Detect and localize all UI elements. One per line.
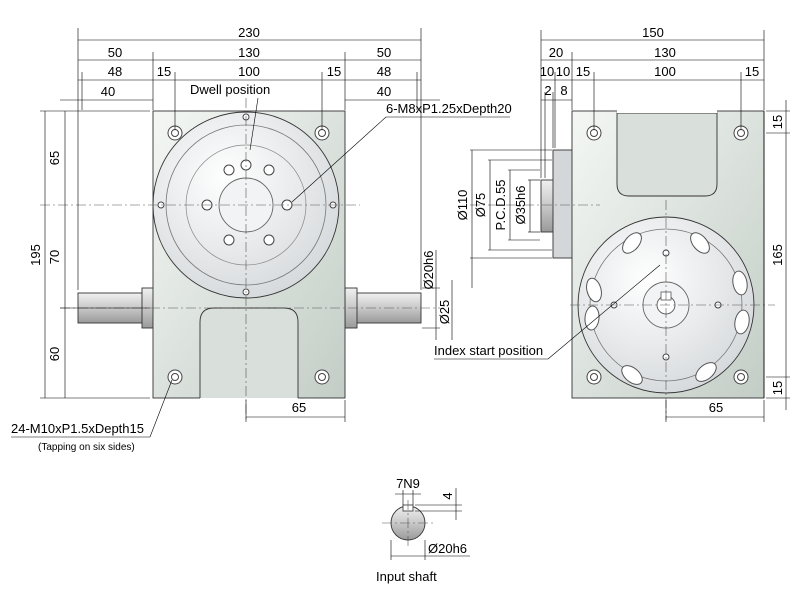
dim-front-right-15: 15 — [327, 64, 341, 79]
dim-front-left-15: 15 — [157, 64, 171, 79]
dim-side-8: 8 — [560, 83, 567, 98]
dim-side-dia-110: Ø110 — [455, 190, 470, 221]
dim-side-2: 2 — [544, 83, 551, 98]
side-top-recess — [616, 112, 718, 197]
front-shaft-dimensions — [422, 250, 453, 340]
dim-side-10b: 10 — [556, 64, 570, 79]
dim-side-15a: 15 — [576, 64, 590, 79]
dim-side-right-15-bottom: 15 — [770, 381, 785, 395]
side-left-dimensions — [470, 149, 552, 288]
dim-side-right-165: 165 — [770, 244, 785, 266]
dim-side-100: 100 — [654, 64, 676, 79]
front-top-dimensions — [60, 28, 440, 290]
front-bottom-notch — [200, 396, 298, 404]
dim-front-right-48: 48 — [377, 64, 391, 79]
dim-front-height-60: 60 — [47, 347, 62, 361]
side-output-flange — [552, 149, 574, 259]
label-input-shaft: Input shaft — [376, 569, 437, 584]
side-corner-holes — [586, 125, 749, 385]
dim-front-height-70: 70 — [47, 250, 62, 264]
front-view: 230 50 130 50 48 15 100 15 48 40 40 195 … — [11, 25, 512, 453]
label-dwell-position: Dwell position — [190, 82, 270, 97]
front-left-dimensions — [40, 110, 150, 399]
dim-front-left-48: 48 — [108, 64, 122, 79]
dim-shaft-key-depth: 4 — [440, 492, 455, 499]
follower-rollers — [584, 232, 750, 385]
dim-side-dia-35h6: Ø35h6 — [513, 185, 528, 224]
dim-shaft-diameter: Ø20h6 — [428, 541, 467, 556]
front-corner-holes — [167, 125, 330, 385]
dim-side-10a: 10 — [540, 64, 554, 79]
dim-front-shaft-25: Ø25 — [437, 300, 452, 325]
side-small-holes — [610, 249, 722, 361]
dim-front-bottom-65: 65 — [292, 400, 306, 415]
label-tapping-note: (Tapping on six sides) — [38, 442, 135, 453]
dim-front-height-195: 195 — [28, 244, 43, 266]
dim-front-right-40: 40 — [377, 84, 391, 99]
dim-front-height-65: 65 — [47, 151, 62, 165]
dim-front-left-50: 50 — [108, 45, 122, 60]
dim-front-total-width: 230 — [238, 25, 260, 40]
dim-front-right-50: 50 — [377, 45, 391, 60]
dim-side-20: 20 — [549, 45, 563, 60]
side-top-dimensions — [540, 30, 765, 178]
dim-side-dia-75: Ø75 — [473, 193, 488, 218]
dim-side-bottom-65: 65 — [709, 400, 723, 415]
dim-side-total-width: 150 — [642, 25, 664, 40]
label-body-tapped-holes: 24-M10xP1.5xDepth15 — [11, 421, 144, 436]
side-top-notch — [617, 108, 717, 113]
dim-side-15b: 15 — [745, 64, 759, 79]
dim-side-130: 130 — [654, 45, 676, 60]
dim-shaft-key-width: 7N9 — [396, 476, 420, 491]
dim-front-center-100: 100 — [238, 64, 260, 79]
input-shaft-detail: 7N9 4 Ø20h6 Input shaft — [376, 476, 470, 584]
label-top-tapped-holes: 6-M8xP1.25xDepth20 — [386, 101, 512, 116]
dim-front-center-130: 130 — [238, 45, 260, 60]
dim-front-shaft-20h6: Ø20h6 — [421, 250, 436, 289]
side-right-dimensions — [763, 100, 790, 410]
side-view: 150 20 130 10 10 15 100 15 2 8 Ø110 Ø75 … — [434, 25, 790, 422]
dim-side-right-15-top: 15 — [770, 115, 785, 129]
dim-front-left-40: 40 — [101, 84, 115, 99]
label-index-start-position: Index start position — [434, 343, 543, 358]
dim-side-pcd-55: P.C.D.55 — [493, 179, 508, 230]
front-bottom-recess — [199, 307, 299, 398]
